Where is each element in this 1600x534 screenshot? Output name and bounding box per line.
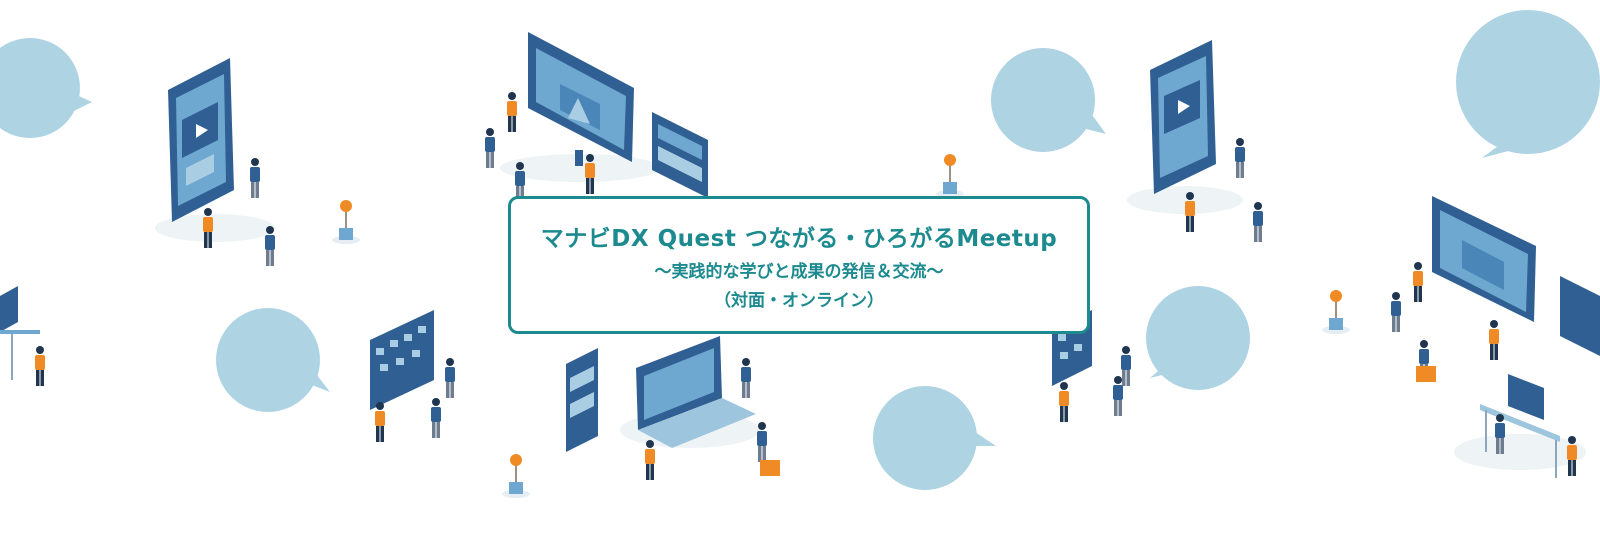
person-icon [741, 358, 751, 398]
person-icon [1121, 346, 1131, 386]
speech-bubble-icon [1146, 286, 1250, 390]
person-icon [1235, 138, 1245, 178]
speech-bubble-icon [991, 48, 1106, 152]
speech-bubble-icon [1456, 10, 1600, 158]
monitor-illustration [1432, 196, 1600, 356]
speech-bubble-icon [216, 308, 330, 412]
smartphone-illustration [155, 58, 275, 242]
event-title-card: マナビDX Quest つながる・ひろがるMeetup ～実践的な学びと成果の発… [508, 196, 1090, 334]
plant-icon [1321, 289, 1351, 335]
whiteboard-illustration [370, 310, 434, 410]
person-icon [1253, 202, 1263, 242]
person-icon [431, 398, 441, 438]
monitor-illustration [500, 32, 660, 182]
speech-bubble-icon [0, 38, 92, 138]
person-icon [507, 92, 517, 132]
desk-illustration [0, 286, 40, 380]
person-icon [445, 358, 455, 398]
person-icon [250, 158, 260, 198]
speech-bubble-icon [873, 386, 996, 490]
plant-icon [935, 153, 965, 199]
person-icon [375, 402, 385, 442]
person-icon [1391, 292, 1401, 332]
person-icon [1113, 376, 1123, 416]
plant-icon [331, 199, 361, 245]
desk-illustration [1454, 374, 1586, 478]
person-icon [35, 346, 45, 386]
person-icon [203, 208, 213, 248]
person-icon [645, 440, 655, 480]
laptop-illustration [566, 336, 760, 452]
person-icon [1489, 320, 1499, 360]
smartphone-illustration [1127, 40, 1243, 214]
person-icon [1413, 262, 1423, 302]
event-subtitle: ～実践的な学びと成果の発信＆交流～ [654, 262, 944, 282]
box-icon [760, 460, 780, 476]
person-icon [485, 128, 495, 168]
event-title: マナビDX Quest つながる・ひろがるMeetup [540, 226, 1058, 252]
plant-icon [501, 453, 531, 499]
panel-illustration [652, 112, 708, 198]
box-icon [1416, 366, 1436, 382]
person-icon [1059, 382, 1069, 422]
event-format-note: （対面・オンライン） [714, 291, 884, 311]
